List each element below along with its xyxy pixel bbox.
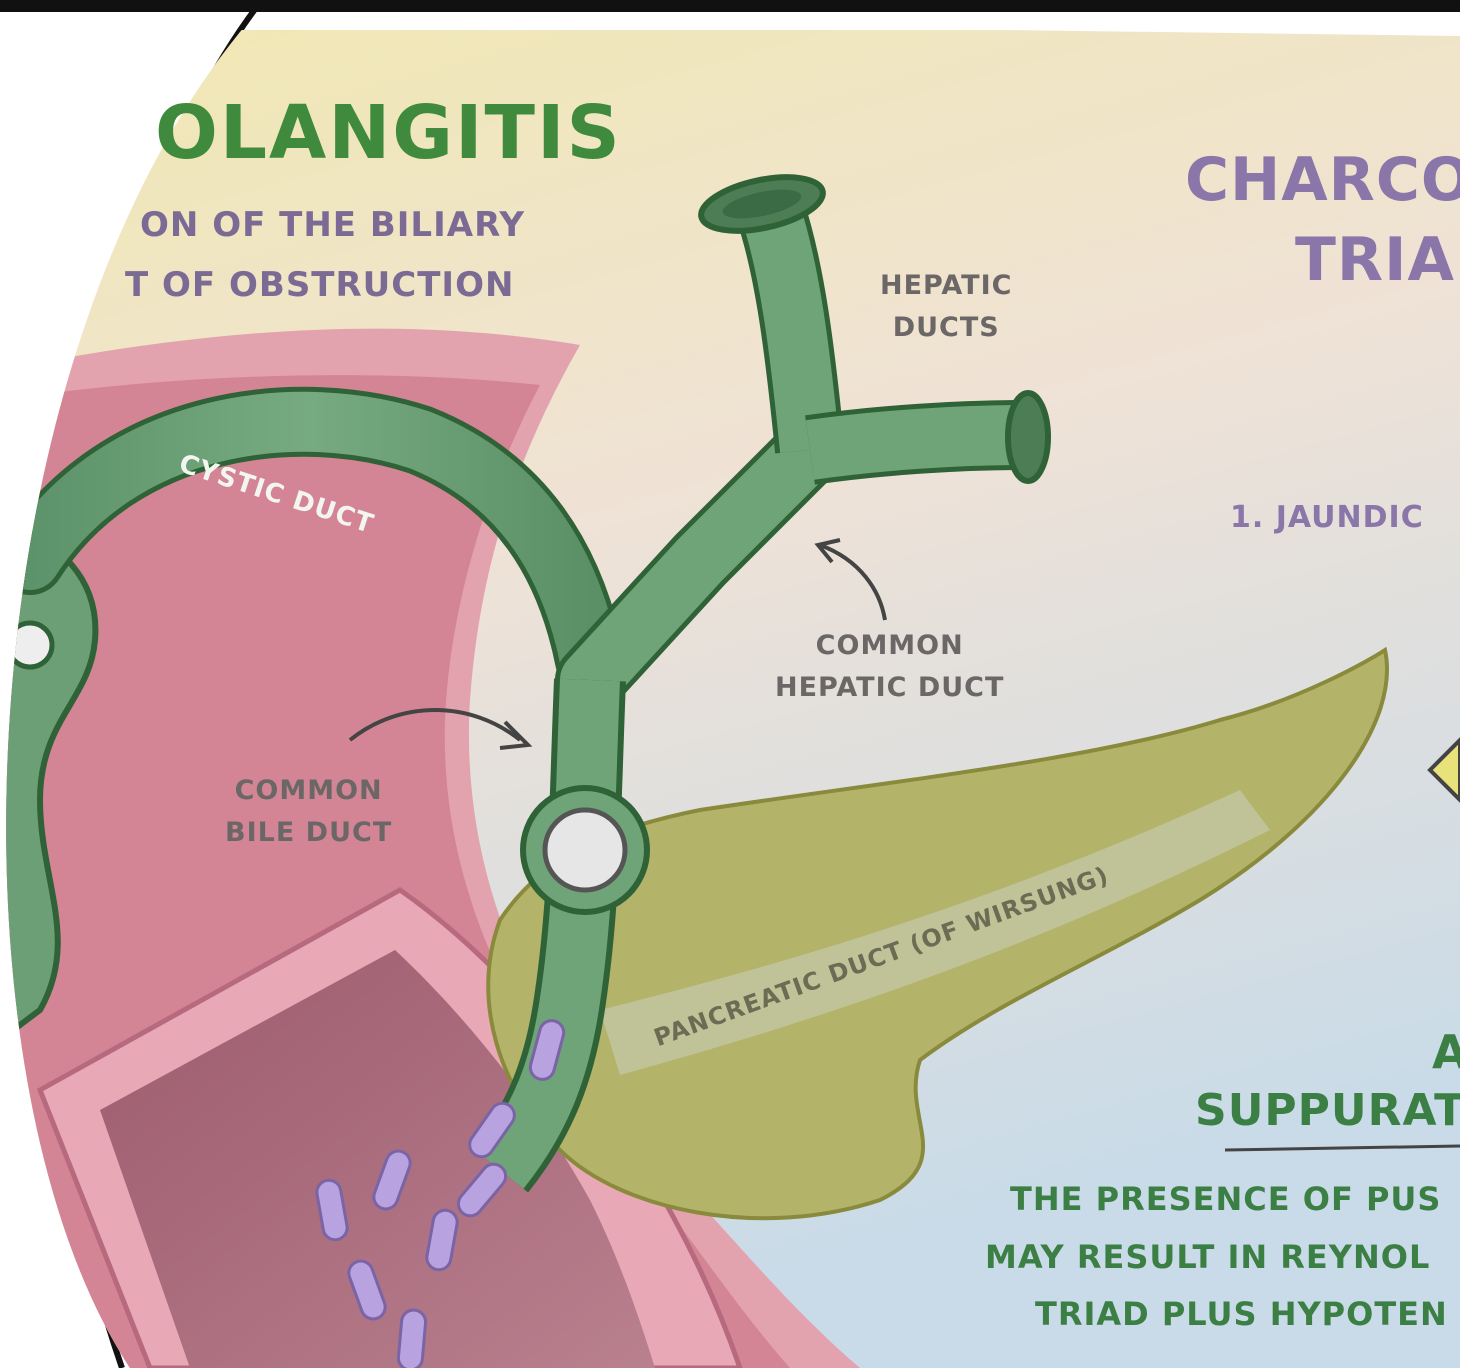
label-common-hepatic-duct-line-2: HEPATIC DUCT <box>775 667 1004 709</box>
gallstone-icon <box>545 810 625 890</box>
hepatic-duct-right-fill <box>810 435 1025 450</box>
label-common-hepatic-duct: COMMON HEPATIC DUCT <box>775 625 1004 709</box>
label-hepatic-ducts: HEPATIC DUCTS <box>880 265 1012 349</box>
gallbladder-stone-icon <box>8 623 52 667</box>
subtitle-line-1: ON OF THE BILIARY <box>140 205 525 245</box>
note-line-3: TRIAD PLUS HYPOTEN <box>1035 1295 1448 1333</box>
frame-top <box>0 0 1460 12</box>
charcot-heading-line-1: CHARCO <box>1185 145 1460 215</box>
label-common-bile-duct: COMMON BILE DUCT <box>225 770 392 854</box>
jaundice-item: 1. JAUNDIC <box>1230 500 1424 535</box>
label-common-bile-duct-line-2: BILE DUCT <box>225 812 392 854</box>
note-line-1: THE PRESENCE OF PUS <box>1010 1180 1441 1218</box>
label-hepatic-ducts-line-2: DUCTS <box>880 307 1012 349</box>
acute-fragment: A <box>1432 1025 1460 1079</box>
note-line-2: MAY RESULT IN REYNOL <box>985 1238 1430 1276</box>
label-common-bile-duct-line-1: COMMON <box>225 770 392 812</box>
label-hepatic-ducts-line-1: HEPATIC <box>880 265 1012 307</box>
charcot-heading-line-2: TRIAI <box>1295 225 1460 295</box>
label-common-hepatic-duct-line-1: COMMON <box>775 625 1004 667</box>
suppurative-heading: SUPPURATI <box>1195 1085 1460 1136</box>
title: OLANGITIS <box>155 90 622 176</box>
hepatic-duct-right-opening <box>1008 393 1048 481</box>
subtitle-line-2: T OF OBSTRUCTION <box>125 265 514 305</box>
